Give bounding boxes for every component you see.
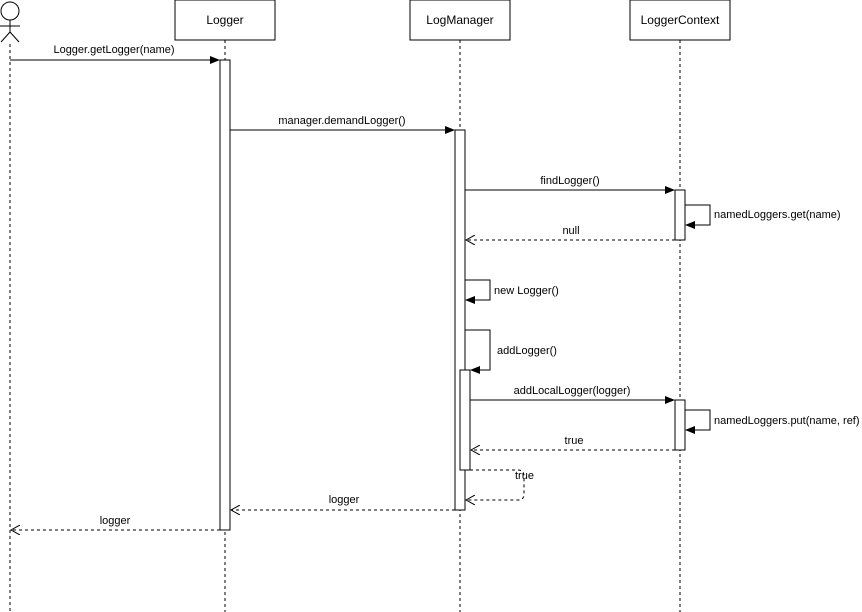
message-named-loggers-put: namedLoggers.put(name, ref) [685,409,860,434]
participant-logmanager: LogManager [409,0,511,41]
participant-logger-label: Logger [206,13,243,27]
return-true-context: true [471,435,675,450]
participant-loggercontext-label: LoggerContext [641,13,720,27]
message-named-loggers-get-label: namedLoggers.get(name) [714,209,841,221]
return-true-self: true [466,469,534,500]
message-get-logger-label: Logger.getLogger(name) [53,44,174,56]
message-add-local-logger: addLocalLogger(logger) [470,385,675,404]
message-get-logger: Logger.getLogger(name) [10,44,220,64]
message-new-logger-label: new Logger() [494,285,559,297]
return-true-self-label: true [515,470,534,482]
logmanager-nested-activation [459,369,471,471]
return-true-context-label: true [565,435,584,447]
message-find-logger: findLogger() [465,175,675,194]
return-null-label: null [562,225,579,237]
return-logger-actor-label: logger [100,515,131,527]
return-logger-manager: logger [231,494,455,510]
message-find-logger-label: findLogger() [540,175,599,187]
logmanager-activation [454,129,466,511]
logger-activation [219,59,231,531]
return-logger-actor: logger [11,515,220,530]
message-demand-logger-label: manager.demandLogger() [278,115,405,127]
actor-icon [0,1,20,43]
message-named-loggers-get: namedLoggers.get(name) [685,204,841,229]
message-add-logger: addLogger() [465,329,557,374]
loggercontext-activation-add [674,399,686,451]
message-demand-logger: manager.demandLogger() [230,115,455,134]
participant-logger: Logger [174,0,276,41]
message-add-local-logger-label: addLocalLogger(logger) [514,385,631,397]
message-new-logger: new Logger() [465,279,559,304]
participant-loggercontext: LoggerContext [629,0,731,41]
participant-logmanager-label: LogManager [426,13,493,27]
return-logger-manager-label: logger [329,494,360,506]
message-named-loggers-put-label: namedLoggers.put(name, ref) [714,415,860,427]
loggercontext-activation-find [674,189,686,241]
return-null: null [466,225,675,240]
message-add-logger-label: addLogger() [497,345,557,357]
